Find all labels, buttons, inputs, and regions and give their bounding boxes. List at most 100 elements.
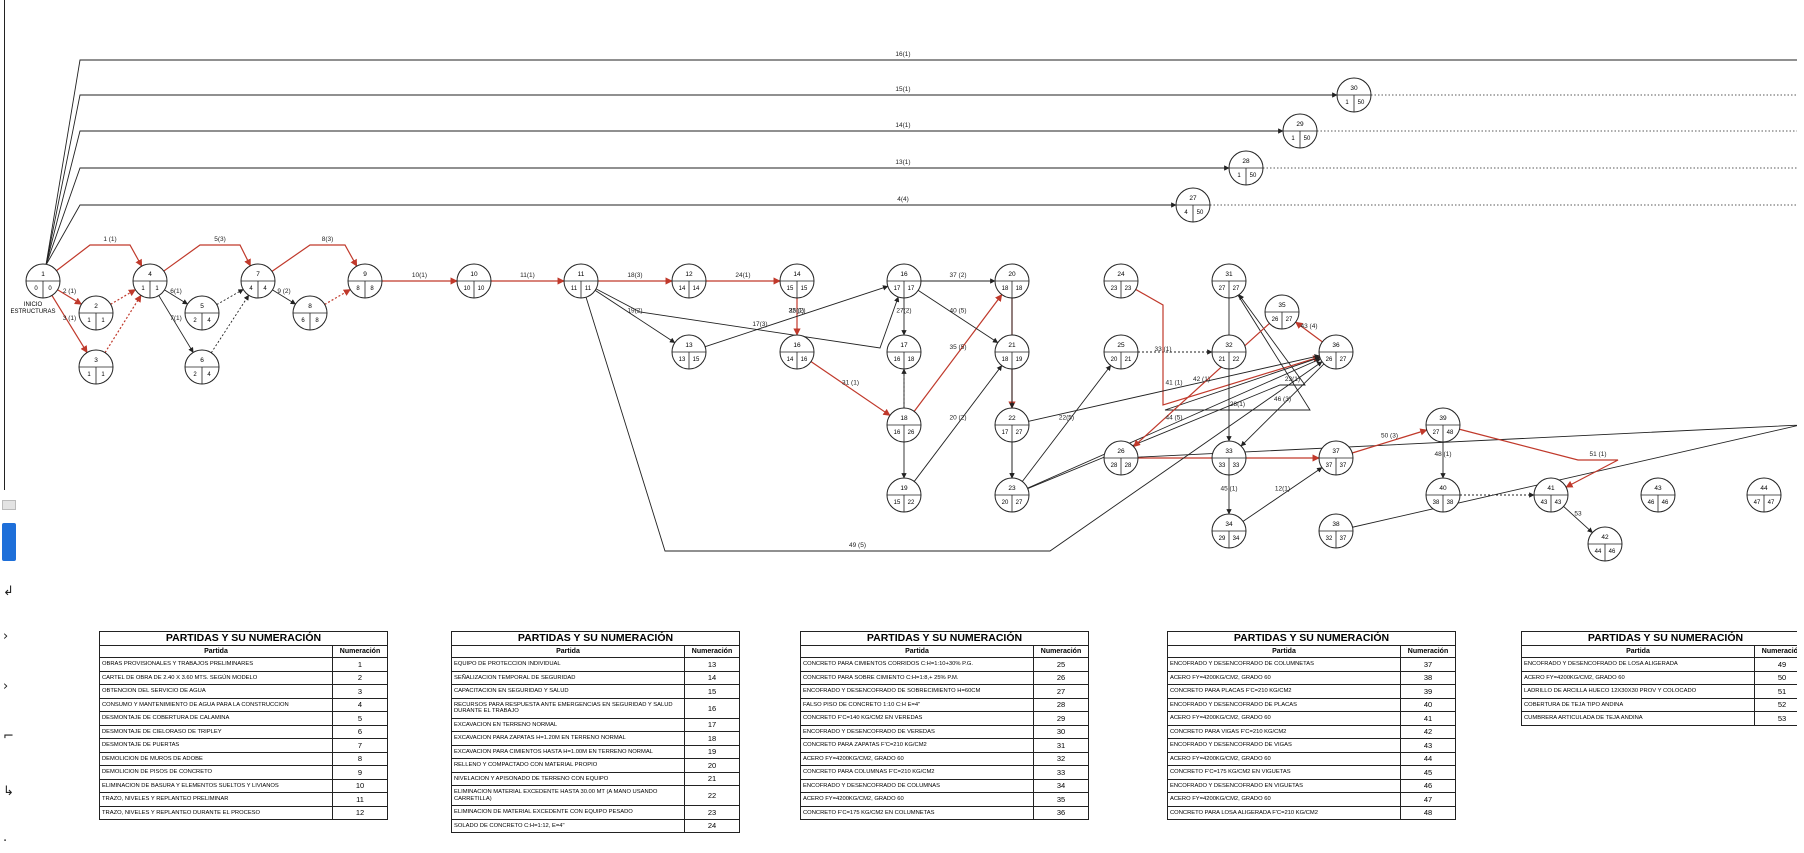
activity-arrow [1027, 294, 1306, 489]
tool-icon-2[interactable]: › [3, 629, 9, 644]
activity-arrow [45, 92, 1338, 266]
tool-icon-5[interactable]: ↳ [3, 784, 14, 799]
node-early-time: 10 [464, 286, 471, 292]
numeracion-cell: 12 [332, 805, 388, 820]
tool-icon-4[interactable]: ⌐ [3, 729, 14, 744]
left-border-line [4, 0, 5, 490]
node-number: 31 [1225, 271, 1233, 278]
partida-cell: OBRAS PROVISIONALES Y TRABAJOS PRELIMINA… [99, 657, 333, 672]
numeracion-cell: 40 [1400, 697, 1456, 712]
node-late-time: 50 [1250, 173, 1257, 179]
partida-cell: CONCRETO F'C=175 KG/CM2 EN VIGUETAS [1167, 765, 1401, 780]
node-late-time: 50 [1358, 100, 1365, 106]
node-number: 35 [1278, 302, 1286, 309]
activity-label: 31 (1) [842, 380, 859, 387]
node-early-time: 14 [787, 357, 794, 363]
activity-arrow [324, 289, 351, 305]
tool-icon-3[interactable]: › [3, 679, 9, 694]
node-early-time: 26 [1272, 317, 1279, 323]
activity-label: 19(2) [627, 308, 642, 315]
node-early-time: 0 [34, 286, 38, 292]
tool-icon-6[interactable]: · [3, 834, 8, 849]
numeracion-cell: 26 [1033, 670, 1089, 685]
node-late-time: 37 [1340, 536, 1347, 542]
toolbar-grip-handle[interactable] [2, 500, 16, 510]
partida-cell: DEMOLICION DE PISOS DE CONCRETO [99, 765, 333, 780]
node-early-time: 4 [1184, 210, 1188, 216]
table-row: OBRAS PROVISIONALES Y TRABAJOS PRELIMINA… [99, 657, 388, 672]
activity-label: 53 [1574, 511, 1582, 518]
activity-label: 10(1) [412, 272, 427, 279]
activity-label: 25(1) [789, 308, 804, 315]
numeracion-cell: 27 [1033, 684, 1089, 699]
node-number: 42 [1601, 534, 1609, 541]
numeracion-cell: 5 [332, 711, 388, 726]
node-number: 19 [900, 485, 908, 492]
activity-arrow [158, 295, 194, 353]
activity-label: 7(1) [170, 315, 182, 322]
node-number: 5 [200, 303, 204, 310]
partida-cell: CONCRETO PARA PLACAS F'C=210 KG/CM2 [1167, 684, 1401, 699]
node-early-time: 16 [894, 430, 901, 436]
node-late-time: 0 [48, 286, 52, 292]
partida-cell: ELIMINACION DE MATERIAL EXCEDENTE CON EQ… [451, 805, 685, 820]
activity-label: 24(1) [735, 272, 750, 279]
tool-icon-1[interactable]: ↲ [3, 584, 14, 599]
partida-cell: EXCAVACION EN TERRENO NORMAL [451, 717, 685, 732]
activity-label: 3 (1) [63, 315, 76, 322]
node-late-time: 14 [693, 286, 700, 292]
node-late-time: 46 [1609, 549, 1616, 555]
node-early-time: 1 [1345, 100, 1349, 106]
active-tool-button[interactable] [2, 523, 16, 561]
